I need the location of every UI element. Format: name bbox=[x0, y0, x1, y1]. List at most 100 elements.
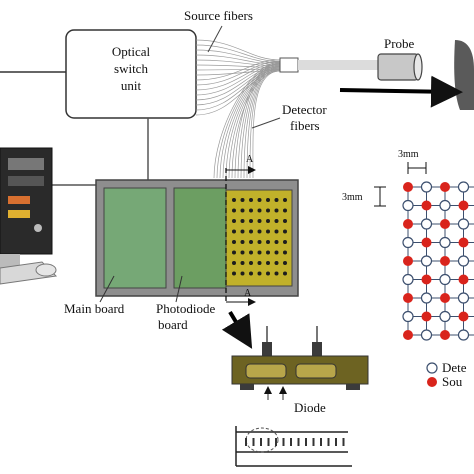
arrow-icon bbox=[339, 75, 463, 108]
board-hole bbox=[257, 271, 262, 276]
detector-fiber bbox=[249, 69, 281, 179]
main-board-label: Main board bbox=[64, 301, 125, 316]
source-fiber bbox=[195, 61, 281, 86]
board-hole bbox=[266, 250, 270, 255]
probe-label: Probe bbox=[384, 36, 415, 51]
photodiode-pointer bbox=[175, 275, 183, 303]
detector-optode bbox=[457, 255, 470, 267]
board-hole bbox=[257, 229, 262, 234]
source-fiber bbox=[195, 49, 281, 64]
computer-icon bbox=[0, 147, 58, 285]
detector-hole-grid bbox=[232, 198, 287, 276]
legend-source-dot bbox=[427, 377, 437, 387]
source-optode bbox=[458, 311, 469, 322]
board-hole bbox=[240, 261, 245, 265]
detector-optode bbox=[402, 310, 414, 323]
detector-optode bbox=[457, 181, 470, 193]
diode-label: Diode bbox=[294, 400, 326, 415]
main-board-pointer bbox=[99, 275, 115, 303]
board-hole bbox=[274, 219, 279, 223]
source-fibers-pointer bbox=[207, 25, 223, 53]
fiber-sheath bbox=[298, 60, 378, 70]
detector-fibers-label-2: fibers bbox=[290, 118, 320, 133]
photodiode-board bbox=[173, 187, 227, 289]
detector-fibers-label-1: Detector bbox=[282, 102, 327, 117]
detector-fiber bbox=[237, 63, 281, 179]
source-fibers-label: Source fibers bbox=[184, 8, 253, 23]
board-hole bbox=[249, 229, 253, 234]
board-hole bbox=[283, 208, 287, 213]
board-hole bbox=[266, 240, 270, 244]
board-hole bbox=[232, 250, 236, 255]
source-fiber bbox=[195, 68, 281, 71]
detector-optode bbox=[402, 236, 414, 249]
board-hole bbox=[283, 219, 287, 223]
detector-optode bbox=[402, 273, 414, 286]
detector-optode bbox=[457, 292, 470, 304]
board-hole bbox=[240, 271, 245, 276]
board-hole bbox=[257, 219, 262, 223]
board-hole bbox=[266, 208, 270, 213]
board-hole bbox=[257, 198, 262, 202]
board-hole bbox=[266, 261, 270, 265]
board-hole bbox=[249, 250, 253, 255]
legend-detector-dot bbox=[426, 362, 438, 374]
board-hole bbox=[283, 229, 287, 234]
source-fiber bbox=[195, 59, 281, 67]
board-hole bbox=[257, 250, 262, 255]
board-hole bbox=[240, 198, 245, 202]
probe-layout-grid bbox=[402, 181, 474, 341]
detector-optode bbox=[439, 310, 451, 323]
optical-switch-label-1: Optical bbox=[112, 44, 151, 59]
board-hole bbox=[257, 261, 262, 265]
board-hole bbox=[249, 261, 253, 265]
source-optode bbox=[421, 274, 432, 285]
detector-optode bbox=[420, 292, 433, 304]
board-hole bbox=[266, 219, 270, 223]
board-hole bbox=[240, 250, 245, 255]
board-hole bbox=[257, 240, 262, 244]
detector-optode bbox=[439, 273, 451, 286]
board-hole bbox=[283, 198, 287, 202]
board-hole bbox=[232, 240, 236, 244]
board-hole bbox=[240, 208, 245, 213]
source-optode bbox=[403, 219, 413, 229]
board-hole bbox=[283, 240, 287, 244]
source-optode bbox=[440, 256, 450, 266]
optical-switch-unit bbox=[65, 29, 197, 119]
board-hole bbox=[232, 229, 236, 234]
source-optode bbox=[403, 256, 413, 266]
source-optode bbox=[440, 182, 450, 192]
section-marker-bottom: A bbox=[244, 288, 252, 299]
board-hole bbox=[232, 271, 236, 276]
source-optode bbox=[403, 293, 413, 303]
detector-optode bbox=[420, 329, 433, 341]
source-optode bbox=[421, 237, 432, 248]
board-hole bbox=[232, 208, 236, 213]
board-hole bbox=[249, 198, 253, 202]
section-view-arrow bbox=[221, 310, 253, 349]
fiber-bundle bbox=[195, 39, 281, 179]
source-optode bbox=[403, 182, 413, 192]
board-hole bbox=[240, 229, 245, 234]
legend-source-label: Sou bbox=[442, 374, 463, 389]
source-fiber bbox=[195, 59, 281, 81]
board-hole bbox=[283, 261, 287, 265]
detector-fiber bbox=[228, 69, 281, 179]
source-optode bbox=[403, 330, 413, 340]
board-hole bbox=[283, 271, 287, 276]
fiber-ferrule bbox=[279, 57, 299, 73]
source-optode bbox=[458, 200, 469, 211]
ruler-icon bbox=[235, 426, 352, 467]
detector-optode bbox=[457, 329, 470, 341]
board-hole bbox=[232, 219, 236, 223]
source-optode bbox=[440, 330, 450, 340]
board-hole bbox=[283, 250, 287, 255]
board-hole bbox=[274, 229, 279, 234]
detector-optode bbox=[402, 199, 414, 212]
photodiode-label-1: Photodiode bbox=[156, 301, 215, 316]
source-fiber bbox=[195, 39, 281, 61]
detector-optode bbox=[420, 218, 433, 230]
spacing-horizontal-label: 3mm bbox=[398, 149, 419, 160]
